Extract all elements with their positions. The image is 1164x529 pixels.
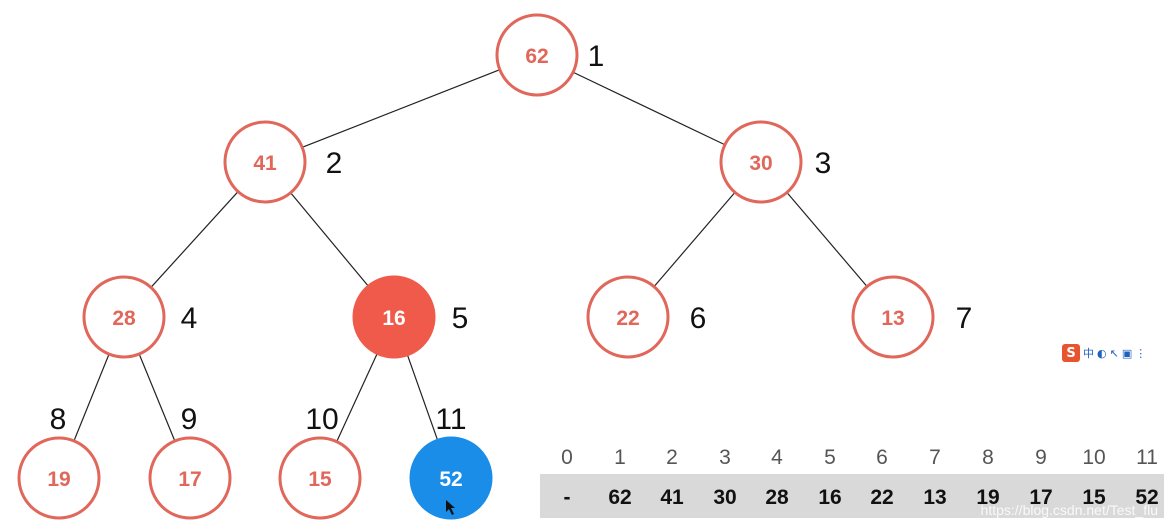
tree-node-value: 15	[308, 468, 332, 491]
array-value: 17	[1029, 486, 1052, 509]
array-value: 62	[608, 486, 631, 509]
tree-node-value: 52	[439, 468, 462, 491]
tree-node-value: 28	[112, 307, 136, 330]
array-index: 11	[1136, 446, 1158, 469]
array-index: 10	[1082, 446, 1105, 469]
tree-edge-4-9	[138, 353, 176, 442]
tree-node-index: 1	[588, 40, 605, 73]
array-value: 28	[765, 486, 789, 509]
tree-node-circle	[719, 120, 803, 204]
tree-node-9: 17 9	[148, 403, 232, 520]
tree-edge-2-5	[290, 192, 369, 287]
tree-edge-2-4	[150, 191, 239, 288]
array-index: 7	[929, 446, 941, 469]
tree-node-value: 30	[749, 152, 772, 175]
array-index: 8	[982, 446, 994, 469]
array-index: 2	[666, 446, 678, 469]
heap-array: 0 1 2 3 4 5 6 7 8 9 10 11 - 62 41 30 28 16 22 13 19 17 15 52	[540, 446, 1164, 518]
tree-edge-1-2	[302, 69, 500, 148]
tree-node-index: 4	[181, 302, 198, 335]
tree-node-value: 41	[253, 152, 277, 175]
tree-node-circle	[409, 436, 493, 520]
array-index: 9	[1035, 446, 1047, 469]
tree-node-1: 62 1	[495, 13, 605, 97]
tree-node-index: 9	[181, 403, 198, 436]
tree-edge-4-8	[73, 353, 110, 442]
array-value: 19	[976, 486, 999, 509]
array-index: 0	[561, 446, 573, 469]
tree-edge-1-3	[572, 71, 726, 146]
ime-logo-icon[interactable]: S	[1062, 344, 1080, 362]
tree-node-index: 8	[50, 403, 67, 436]
tree-node-index: 6	[690, 302, 707, 335]
ime-toolbar[interactable]: S 中 ◐ ↖ ▣ ⋮	[1062, 342, 1164, 364]
tree-node-index: 2	[326, 147, 343, 180]
tree-node-circle	[82, 275, 166, 359]
array-value: 13	[923, 486, 946, 509]
tree-node-index: 3	[815, 147, 832, 180]
tree-node-circle	[352, 275, 436, 359]
array-index: 3	[719, 446, 731, 469]
array-index: 1	[614, 446, 626, 469]
array-indices: 0 1 2 3 4 5 6 7 8 9 10 11	[561, 446, 1158, 469]
tree-node-value: 13	[881, 307, 904, 330]
tree-node-2: 41 2	[223, 120, 343, 204]
ime-pointer-icon[interactable]: ↖	[1109, 346, 1119, 360]
tree-node-index: 10	[305, 403, 338, 436]
watermark: https://blog.csdn.net/Test_flu	[981, 502, 1158, 518]
array-value: 22	[870, 486, 893, 509]
tree-node-3: 30 3	[719, 120, 832, 204]
tree-node-value: 16	[382, 307, 405, 330]
tree-node-8: 19 8	[17, 403, 101, 520]
tree-node-circle	[278, 436, 362, 520]
tree-edge-5-10	[336, 353, 378, 442]
tree-node-index: 11	[435, 403, 466, 436]
ime-moon-icon[interactable]: ◐	[1097, 346, 1107, 360]
array-value: 15	[1082, 486, 1106, 509]
tree-node-circle	[148, 436, 232, 520]
array-value: 16	[818, 486, 841, 509]
array-index: 5	[824, 446, 836, 469]
tree-node-value: 62	[525, 45, 548, 68]
tree-node-7: 13 7	[851, 275, 973, 359]
tree-node-5: 16 5	[352, 275, 469, 359]
array-values: - 62 41 30 28 16 22 13 19 17 15 52	[564, 486, 1159, 509]
tree-node-circle	[495, 13, 579, 97]
tree-node-circle	[223, 120, 307, 204]
tree-node-value: 19	[47, 468, 70, 491]
array-index: 4	[771, 446, 783, 469]
array-value: 41	[660, 486, 684, 509]
tree-node-11: 52 11	[409, 403, 493, 520]
tree-node-value: 17	[178, 468, 201, 491]
array-values-background	[540, 474, 1164, 518]
array-index: 6	[876, 446, 888, 469]
tree-node-value: 22	[616, 307, 639, 330]
array-value: -	[564, 486, 571, 509]
tree-node-index: 7	[956, 302, 973, 335]
array-value: 30	[713, 486, 736, 509]
array-value: 52	[1135, 486, 1158, 509]
tree-node-circle	[17, 436, 101, 520]
tree-edges	[73, 69, 868, 442]
ime-more-icon[interactable]: ⋮	[1135, 346, 1147, 360]
ime-chinese-mode-button[interactable]: 中	[1083, 347, 1094, 360]
tree-edge-5-11	[406, 354, 439, 441]
tree-node-6: 22 6	[586, 275, 707, 359]
tree-node-4: 28 4	[82, 275, 198, 359]
ime-keyboard-icon[interactable]: ▣	[1121, 346, 1133, 360]
tree-node-circle	[586, 275, 670, 359]
tree-edge-3-6	[653, 191, 736, 288]
tree-node-circle	[851, 275, 935, 359]
tree-node-index: 5	[452, 302, 469, 335]
cursor-icon	[446, 500, 455, 515]
tree-edge-3-7	[786, 192, 868, 287]
